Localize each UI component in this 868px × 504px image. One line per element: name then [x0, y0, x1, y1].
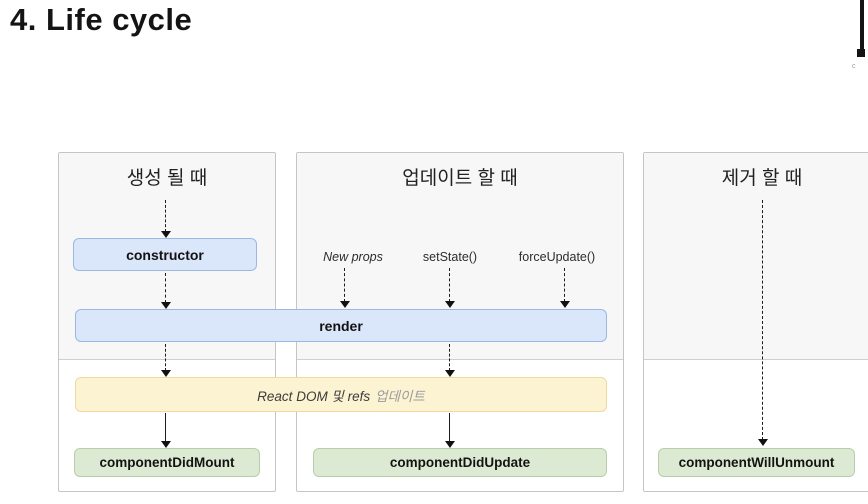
trigger-setstate: setState() — [422, 250, 478, 264]
node-component-did-update-label: componentDidUpdate — [389, 455, 531, 470]
flow-arrow-solid — [161, 413, 171, 448]
arrow-line — [449, 344, 450, 371]
arrow-head — [161, 441, 171, 448]
column-update-header: 업데이트 할 때 — [402, 168, 518, 189]
node-component-did-update: componentDidUpdate — [313, 448, 607, 477]
node-component-did-mount-label: componentDidMount — [99, 455, 235, 470]
page-title: 4. Life cycle — [10, 2, 193, 37]
flow-arrow-dashed — [758, 200, 768, 446]
trigger-forceupdate: forceUpdate() — [518, 250, 596, 264]
arrow-head — [161, 370, 171, 377]
cutoff-logo-bar — [860, 0, 864, 51]
node-component-will-unmount-label: componentWillUnmount — [678, 455, 835, 470]
column-unmount-shade — [644, 153, 868, 360]
arrow-head — [161, 231, 171, 238]
flow-arrow-dashed — [161, 273, 171, 309]
arrow-line — [762, 200, 763, 440]
flow-arrow-dashed — [445, 268, 455, 308]
node-render-label: render — [319, 317, 363, 334]
flow-arrow-dashed — [161, 344, 171, 377]
flow-arrow-dashed — [560, 268, 570, 308]
arrow-line — [165, 200, 166, 232]
arrow-head — [445, 301, 455, 308]
node-constructor: constructor — [73, 238, 257, 271]
node-react-dom-update-sublabel: 업데이트 — [375, 388, 425, 404]
flow-arrow-dashed — [340, 268, 350, 308]
arrow-line — [165, 273, 166, 303]
column-mount-header: 생성 될 때 — [126, 168, 208, 189]
trigger-new-props: New props — [323, 250, 383, 264]
arrow-line — [564, 268, 565, 302]
cutoff-logo-foot — [857, 49, 865, 57]
arrow-line — [449, 268, 450, 302]
column-unmount — [643, 152, 868, 492]
arrow-line — [165, 344, 166, 371]
arrow-line — [344, 268, 345, 302]
arrow-line — [449, 413, 450, 442]
flow-arrow-dashed — [445, 344, 455, 377]
node-react-dom-update: React DOM 및 refs 업데이트 — [75, 377, 607, 412]
node-constructor-label: constructor — [126, 246, 204, 263]
arrow-head — [340, 301, 350, 308]
node-react-dom-update-label: React DOM 및 refs — [257, 388, 371, 404]
arrow-line — [165, 413, 166, 442]
arrow-head — [161, 302, 171, 309]
arrow-head — [758, 439, 768, 446]
arrow-head — [560, 301, 570, 308]
node-component-did-mount: componentDidMount — [74, 448, 260, 477]
node-component-will-unmount: componentWillUnmount — [658, 448, 855, 477]
flow-arrow-dashed — [161, 200, 171, 238]
arrow-head — [445, 370, 455, 377]
flow-arrow-solid — [445, 413, 455, 448]
node-render: render — [75, 309, 607, 342]
column-unmount-header: 제거 할 때 — [721, 168, 803, 189]
cutoff-logo-caption: c — [852, 63, 856, 70]
arrow-head — [445, 441, 455, 448]
